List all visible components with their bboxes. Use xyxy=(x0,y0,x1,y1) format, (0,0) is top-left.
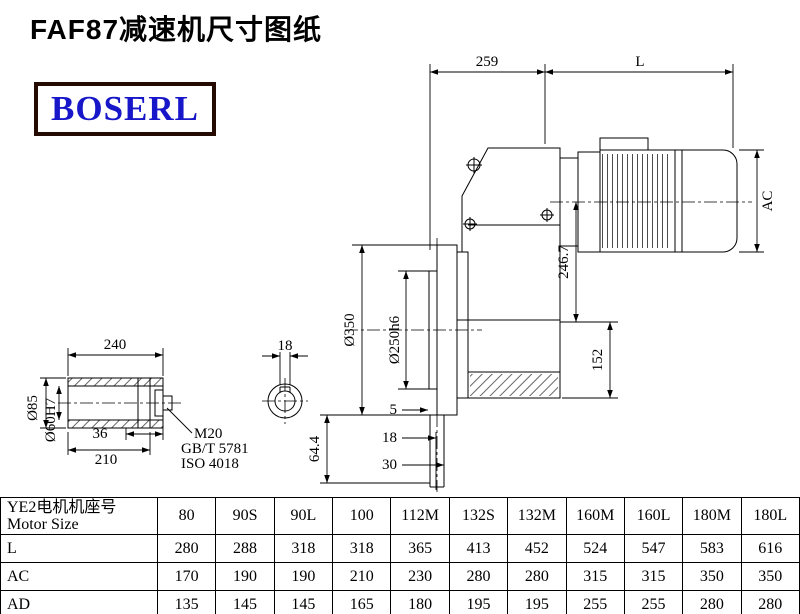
frame-size-column-header: 112M xyxy=(390,497,450,535)
gearbox-housing xyxy=(345,147,561,492)
table-cell: 315 xyxy=(623,562,684,591)
motor-size-header-cn: YE2电机机座号 xyxy=(7,499,117,516)
table-cell: 255 xyxy=(565,590,625,614)
table-cell: 452 xyxy=(507,534,567,563)
table-cell: 230 xyxy=(390,562,450,591)
table-cell: 583 xyxy=(682,534,742,563)
terminal-box xyxy=(599,137,649,151)
dim-60h7-label: Ø60H7 xyxy=(43,397,59,442)
dim-210-label: 210 xyxy=(95,452,118,468)
top-dimensions: 259 L xyxy=(429,54,734,250)
table-cell: 190 xyxy=(273,562,334,591)
table-cell: 255 xyxy=(623,590,684,614)
frame-size-column-header: 100 xyxy=(332,497,392,535)
dimension-drawing: 259 L xyxy=(25,54,776,492)
table-cell: 170 xyxy=(156,562,217,591)
fan-cover xyxy=(674,149,738,253)
table-cell: 524 xyxy=(565,534,625,563)
dim-152-label: 152 xyxy=(590,349,606,372)
frame-size-column-header: 160M xyxy=(565,497,625,535)
shaft-section-view: 18 xyxy=(262,338,308,424)
housing-hatch xyxy=(470,374,558,396)
table-cell: 195 xyxy=(507,590,567,614)
dim-246-7-label: 246.7 xyxy=(556,245,572,279)
table-cell: 280 xyxy=(156,534,217,563)
dim-36-label: 36 xyxy=(93,426,109,442)
table-cell: 616 xyxy=(740,534,800,563)
logo-text: BOSERL xyxy=(51,89,199,128)
frame-size-column-header: 180L xyxy=(740,497,800,535)
frame-size-column-header: 132M xyxy=(507,497,567,535)
frame-size-column-header: 90L xyxy=(273,497,334,535)
flange-dimensions: Ø350 Ø250h6 xyxy=(320,244,437,416)
table-cell: 413 xyxy=(448,534,509,563)
page-title: FAF87减速机尺寸图纸 xyxy=(30,14,323,45)
bolt-spec-gb-label: GB/T 5781 xyxy=(181,441,249,457)
table-cell: 145 xyxy=(215,590,275,614)
table-cell: 547 xyxy=(623,534,684,563)
table-cell: 350 xyxy=(682,562,742,591)
table-cell: 318 xyxy=(332,534,392,563)
table-cell: 318 xyxy=(273,534,334,563)
frame-size-column-header: 80 xyxy=(156,497,217,535)
dim-240-label: 240 xyxy=(104,337,127,353)
table-cell: 165 xyxy=(332,590,392,614)
boserl-logo: BOSERL xyxy=(34,82,216,136)
motor xyxy=(550,137,752,253)
motor-fins xyxy=(602,154,672,248)
table-cell: 135 xyxy=(156,590,217,614)
frame-size-column-header: 90S xyxy=(215,497,275,535)
table-cell: 280 xyxy=(682,590,742,614)
dim-18-label: 18 xyxy=(382,430,397,446)
table-cell: 288 xyxy=(215,534,275,563)
row-label: AC xyxy=(0,562,158,591)
dim-259-label: 259 xyxy=(476,54,499,70)
table-cell: 315 xyxy=(565,562,625,591)
table-cell: 365 xyxy=(390,534,450,563)
frame-size-column-header: 132S xyxy=(448,497,509,535)
row-label: L xyxy=(0,534,158,563)
dim-l-label: L xyxy=(635,54,644,70)
dim-85-label: Ø85 xyxy=(25,395,41,421)
table-cell: 350 xyxy=(740,562,800,591)
ac-dimension: AC xyxy=(739,149,776,253)
table-cell: 210 xyxy=(332,562,392,591)
dim-5-label: 5 xyxy=(390,402,398,418)
row-label: AD xyxy=(0,590,158,614)
bottom-dimensions: 5 18 30 64.4 xyxy=(307,402,444,490)
bolt-spec-m20-label: M20 xyxy=(194,426,222,442)
bolt-spec-iso-label: ISO 4018 xyxy=(181,456,239,472)
dim-250h6-label: Ø250h6 xyxy=(387,315,403,364)
frame-size-column-header: 160L xyxy=(623,497,684,535)
dim-ac-label: AC xyxy=(760,191,776,212)
table-cell: 280 xyxy=(448,562,509,591)
table-cell: 280 xyxy=(740,590,800,614)
dim-350-label: Ø350 xyxy=(342,313,358,346)
table-cell: 190 xyxy=(215,562,275,591)
shaft-detail-view: 240 Ø85 Ø60H7 36 210 M20 GB/T 5781 ISO 4… xyxy=(25,337,249,472)
table-cell: 280 xyxy=(507,562,567,591)
table-cell: 195 xyxy=(448,590,509,614)
table-cell: 145 xyxy=(273,590,334,614)
middle-dimensions: 246.7 152 xyxy=(556,202,618,399)
frame-size-column-header: 180M xyxy=(682,497,742,535)
dim-30-label: 30 xyxy=(382,457,397,473)
dim-keyway-18-label: 18 xyxy=(278,338,293,354)
table-cell: 180 xyxy=(390,590,450,614)
motor-size-header-en: Motor Size xyxy=(7,516,79,533)
dim-64-4-label: 64.4 xyxy=(307,435,323,462)
